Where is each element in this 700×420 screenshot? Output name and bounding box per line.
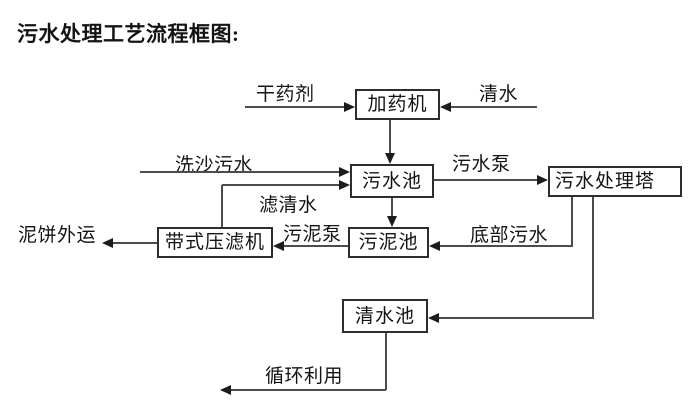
edge-mud-cake-line xyxy=(113,242,157,244)
edge-label-sand-washing-sewage: 洗沙污水 xyxy=(175,155,254,176)
node-clean-water-pool: 清水池 xyxy=(342,299,428,333)
edge-recycling-line xyxy=(231,389,386,391)
edge-sand-washing-line xyxy=(140,171,340,173)
edge-label-recycling: 循环利用 xyxy=(265,366,344,387)
node-dosing-machine: 加药机 xyxy=(355,89,440,120)
edge-label-bottom-sewage: 底部污水 xyxy=(470,225,549,246)
diagram-title: 污水处理工艺流程框图: xyxy=(17,22,240,46)
edge-label-sewage-pump: 污水泵 xyxy=(452,154,511,175)
node-sludge-pool: 污泥池 xyxy=(348,227,429,258)
arrowhead-down-icon xyxy=(385,153,395,164)
edge-sludge-pump-line xyxy=(284,245,348,247)
arrowhead-left-icon xyxy=(440,102,451,112)
edge-filtered-water-line-vertical xyxy=(221,185,223,227)
edge-sewage-pump-line xyxy=(434,179,538,181)
node-belt-filter-press: 带式压滤机 xyxy=(157,227,273,258)
edge-sewage-to-sludge-line xyxy=(391,198,393,217)
arrowhead-right-icon xyxy=(537,175,548,185)
arrowhead-right-icon xyxy=(339,180,350,190)
arrowhead-left-icon xyxy=(429,241,440,251)
edge-bottom-sewage-line xyxy=(440,245,572,247)
edge-bottom-sewage-line-vertical xyxy=(571,197,573,247)
edge-dosing-to-sewage-line xyxy=(389,120,391,154)
edge-label-filtered-water: 滤清水 xyxy=(259,195,318,216)
edge-recycling-line-vertical xyxy=(385,333,387,390)
edge-tower-to-clean-line-vertical xyxy=(592,197,594,319)
arrowhead-down-icon xyxy=(387,216,397,227)
edge-clean-water-line xyxy=(451,106,537,108)
edge-label-mud-cake-out: 泥饼外运 xyxy=(18,225,97,246)
arrowhead-left-icon xyxy=(102,238,113,248)
node-sewage-pool: 污水池 xyxy=(350,164,434,198)
edge-filtered-water-line xyxy=(222,184,340,186)
arrowhead-right-icon xyxy=(344,102,355,112)
edge-label-sludge-pump: 污泥泵 xyxy=(283,224,342,245)
arrowhead-right-icon xyxy=(339,167,350,177)
arrowhead-left-icon xyxy=(273,241,284,251)
edge-dry-agent-line xyxy=(245,106,345,108)
arrowhead-left-icon xyxy=(220,385,231,395)
edge-label-dry-agent: 干药剂 xyxy=(256,84,315,105)
edge-label-clean-water: 清水 xyxy=(479,84,519,105)
node-treatment-tower: 污水处理塔 xyxy=(548,166,682,197)
arrowhead-left-icon xyxy=(428,313,439,323)
edge-tower-to-clean-line xyxy=(439,317,593,319)
